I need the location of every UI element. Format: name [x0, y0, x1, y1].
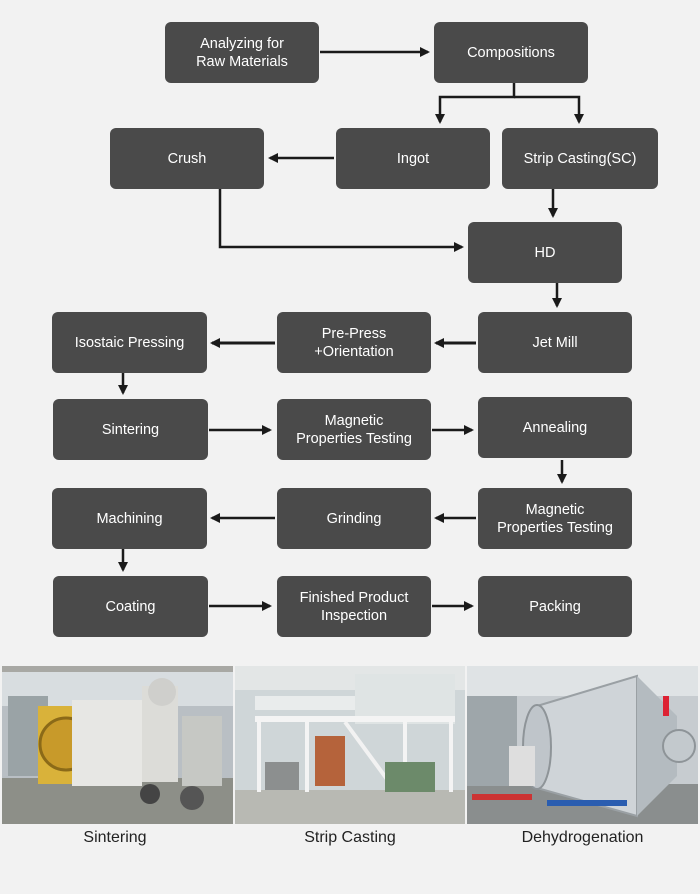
step-jet-mill: Jet Mill [478, 312, 632, 373]
strip-casting-caption: Strip Casting [304, 829, 396, 846]
connector-compositions-split [435, 83, 516, 124]
step-prepress: Pre-Press +Orientation [277, 312, 431, 373]
strip-casting-photo [235, 666, 465, 824]
connector-compositions-sc [514, 95, 584, 124]
dehydrogenation-photo [467, 666, 698, 824]
step-machining: Machining [52, 488, 207, 549]
step-sintering: Sintering [53, 399, 208, 460]
step-ingot: Ingot [336, 128, 490, 189]
step-strip-casting: Strip Casting(SC) [502, 128, 658, 189]
step-compositions: Compositions [434, 22, 588, 83]
step-coating: Coating [53, 576, 208, 637]
step-analyzing: Analyzing for Raw Materials [165, 22, 319, 83]
step-magnetic-testing-2: Magnetic Properties Testing [478, 488, 632, 549]
dehydrogenation-caption: Dehydrogenation [521, 829, 644, 846]
step-crush: Crush [110, 128, 264, 189]
step-magnetic-testing-1: Magnetic Properties Testing [277, 399, 431, 460]
step-grinding: Grinding [277, 488, 431, 549]
sintering-caption: Sintering [83, 829, 147, 846]
step-annealing: Annealing [478, 397, 632, 458]
sintering-photo [2, 666, 233, 824]
step-hd: HD [468, 222, 622, 283]
step-packing: Packing [478, 576, 632, 637]
step-isostatic-pressing: Isostaic Pressing [52, 312, 207, 373]
step-finished-inspection: Finished Product Inspection [277, 576, 431, 637]
arrow-crush-hd [218, 189, 464, 252]
process-flow-arrows [118, 47, 584, 611]
